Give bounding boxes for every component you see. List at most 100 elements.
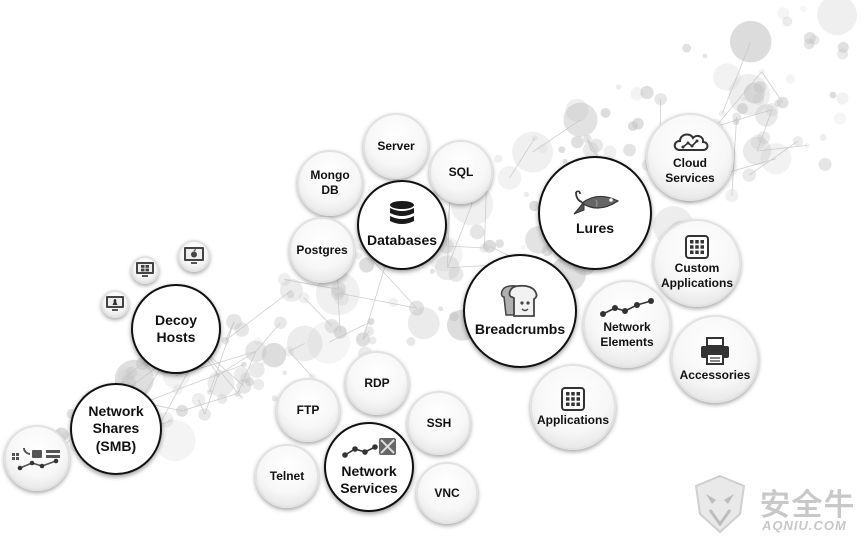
network-background-dot — [800, 5, 807, 13]
network-background-dot — [191, 393, 206, 407]
network-background-dot — [742, 136, 772, 166]
network-background-dot — [221, 336, 230, 345]
network-background-dot — [469, 224, 485, 240]
network-background-dot — [333, 325, 347, 339]
sql-node: SQL — [429, 140, 493, 204]
network-background-dot — [520, 244, 526, 250]
network-background-dot — [277, 273, 291, 286]
custom-applications-label: Custom Applications — [660, 261, 733, 290]
network-background-line — [509, 138, 535, 179]
network-background-dot — [819, 134, 827, 141]
network-background-dot — [757, 131, 771, 145]
network-background-dot — [364, 326, 375, 337]
network-background-dot — [785, 74, 796, 84]
network-background-line — [237, 351, 257, 394]
network-background-dot — [429, 268, 435, 274]
network-background-line — [337, 292, 417, 309]
network-background-dot — [284, 346, 294, 357]
network-background-line — [328, 321, 372, 343]
server-node: Server — [363, 113, 429, 179]
network-background-line — [177, 364, 244, 390]
network-background-dot — [215, 372, 221, 378]
telnet-label: Telnet — [269, 468, 305, 483]
network-background-dot — [261, 342, 287, 368]
network-background-line — [225, 289, 292, 341]
watermark-text-en: AQNIU.COM — [762, 518, 847, 533]
network-background-dot — [809, 35, 820, 46]
network-background-line — [749, 140, 799, 176]
network-background-line — [587, 138, 592, 150]
network-background-dot — [448, 266, 464, 282]
network-background-dot — [483, 239, 496, 253]
network-background-line — [715, 71, 763, 127]
network-background-dot — [286, 325, 323, 362]
network-background-dot — [600, 107, 611, 118]
network-background-dot — [168, 418, 173, 423]
network-background-dot — [627, 121, 638, 131]
network-background-dot — [782, 16, 793, 27]
network-background-line — [761, 71, 784, 103]
network-background-dot — [765, 103, 779, 117]
lures-label: Lures — [575, 220, 615, 237]
network-background-dot — [702, 53, 708, 59]
network-background-dot — [497, 165, 522, 190]
network-background-line — [255, 322, 281, 352]
network-background-dot — [274, 316, 287, 330]
network-background-dot — [729, 20, 772, 63]
ssh-node: SSH — [407, 391, 471, 455]
network-background-line — [303, 297, 333, 327]
fish-icon — [573, 190, 620, 215]
services-icon — [342, 437, 396, 458]
network-services-label: Network Services — [340, 462, 398, 496]
cloud-icon — [673, 133, 709, 152]
network-background-dot — [495, 239, 504, 248]
network-background-dot — [331, 281, 347, 297]
rdp-label: RDP — [364, 375, 390, 390]
network-background-dot — [226, 313, 242, 330]
network-background-line — [204, 374, 219, 415]
rdp-node: RDP — [345, 351, 409, 415]
network-background-line — [715, 109, 773, 127]
network-elements-label: Network Elements — [600, 320, 654, 349]
network-background-line — [447, 204, 473, 268]
telnet-node: Telnet — [255, 444, 319, 508]
network-background-line — [198, 399, 206, 415]
network-devices-node — [4, 425, 70, 491]
network-background-dot — [829, 91, 837, 99]
network-background-dot — [435, 255, 460, 281]
network-background-line — [225, 321, 235, 341]
network-background-dot — [529, 200, 540, 212]
network-background-line — [288, 343, 305, 352]
network-background-dot — [755, 104, 778, 127]
network-background-dot — [565, 98, 589, 122]
network-background-line — [757, 144, 808, 152]
network-background-dot — [198, 408, 211, 421]
network-background-dot — [279, 278, 303, 302]
postgres-label: Postgres — [296, 242, 348, 257]
network-background-dot — [406, 337, 416, 347]
printer-icon — [701, 336, 729, 365]
postgres-node: Postgres — [289, 217, 355, 283]
network-background-dot — [368, 336, 377, 345]
network-background-dot — [252, 378, 265, 391]
network-background-line — [217, 350, 257, 376]
mongodb-label: Mongo DB — [310, 168, 350, 197]
app-grid-icon — [685, 235, 709, 260]
network-background-dot — [630, 87, 644, 101]
app-grid-icon — [561, 386, 585, 411]
network-background-dot — [523, 192, 529, 198]
apple-host-node — [178, 240, 210, 272]
network-background-dot — [623, 143, 636, 157]
network-background-dot — [154, 420, 196, 462]
network-background-dot — [388, 297, 399, 308]
vnc-node: VNC — [416, 462, 478, 524]
network-background-dot — [271, 395, 278, 402]
cloud-services-node: Cloud Services — [646, 113, 734, 201]
network-background-dot — [407, 307, 440, 340]
lures-node: Lures — [538, 156, 652, 270]
linux-icon — [106, 296, 124, 311]
network-background-dot — [776, 96, 789, 109]
network-background-line — [284, 279, 339, 290]
accessories-label: Accessories — [679, 367, 751, 382]
